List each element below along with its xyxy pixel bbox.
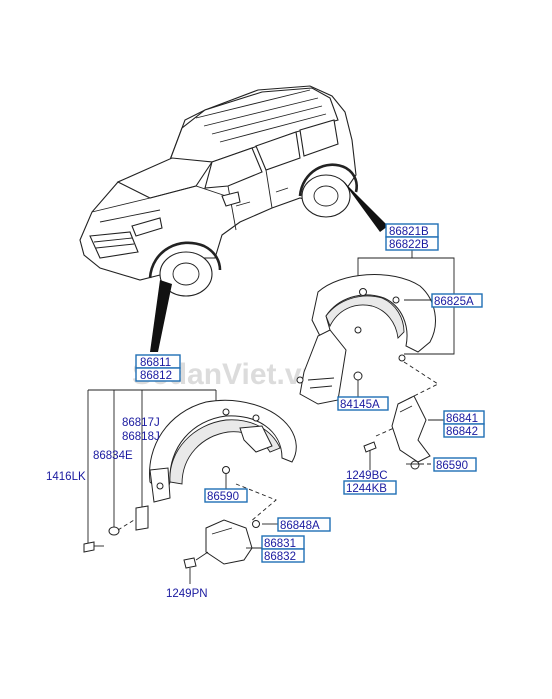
label-box-86848a bbox=[277, 517, 331, 532]
front-wheel-guard bbox=[149, 399, 297, 503]
label-box-84145a bbox=[337, 396, 389, 411]
label-1249pn: 1249PN bbox=[166, 588, 208, 600]
plate-86834e bbox=[135, 505, 149, 531]
screw-1249bc bbox=[363, 441, 377, 470]
screw-1249pn bbox=[183, 557, 197, 584]
label-86831: 86831 bbox=[264, 538, 296, 550]
label-1244kb: 1244KB bbox=[346, 483, 387, 495]
clip-86848a bbox=[252, 520, 260, 528]
label-86848a: 86848A bbox=[280, 520, 320, 532]
label-box-86822b bbox=[385, 236, 439, 251]
clip-front bbox=[222, 466, 230, 474]
rear-wheel bbox=[301, 174, 351, 218]
rear-mud-guard bbox=[391, 395, 431, 463]
clip-84145a bbox=[353, 371, 363, 381]
rear-pointer bbox=[342, 180, 388, 232]
label-84145a: 84145A bbox=[340, 399, 380, 411]
label-box-86812 bbox=[135, 367, 181, 382]
label-box-86825a bbox=[431, 293, 483, 308]
label-1416lk: 1416LK bbox=[46, 471, 86, 483]
rear-arch-liner-highlight bbox=[298, 163, 358, 197]
front-pointer bbox=[150, 280, 172, 352]
label-86821b: 86821B bbox=[389, 226, 429, 238]
front-mud-guard bbox=[205, 519, 253, 565]
label-86817j: 86817J bbox=[122, 417, 160, 429]
car-illustration bbox=[79, 85, 358, 297]
rear-wheel-guard bbox=[296, 274, 436, 405]
car-windshield bbox=[116, 157, 213, 199]
label-86812: 86812 bbox=[140, 370, 172, 382]
nut-86590-rear bbox=[410, 460, 420, 470]
front-arch-liner-highlight bbox=[148, 241, 222, 279]
label-86822b: 86822B bbox=[389, 239, 429, 251]
washer bbox=[108, 526, 120, 536]
label-86834e: 86834E bbox=[93, 450, 133, 462]
label-box-86832 bbox=[261, 548, 305, 563]
label-86590-right: 86590 bbox=[436, 460, 468, 472]
label-86842: 86842 bbox=[446, 426, 478, 438]
label-box-1244kb bbox=[343, 480, 397, 495]
label-86832: 86832 bbox=[264, 551, 296, 563]
label-1249bc: 1249BC bbox=[346, 470, 388, 482]
label-86825a: 86825A bbox=[434, 296, 474, 308]
label-box-86590-left bbox=[204, 488, 248, 503]
label-box-86590-right bbox=[433, 457, 477, 472]
label-86841: 86841 bbox=[446, 413, 478, 425]
label-86818j: 86818J bbox=[122, 431, 160, 443]
label-86811: 86811 bbox=[140, 357, 171, 369]
label-box-86842 bbox=[443, 423, 485, 438]
label-86590-left: 86590 bbox=[207, 491, 239, 503]
screw-1416lk bbox=[83, 541, 104, 553]
front-wheel bbox=[159, 251, 213, 297]
